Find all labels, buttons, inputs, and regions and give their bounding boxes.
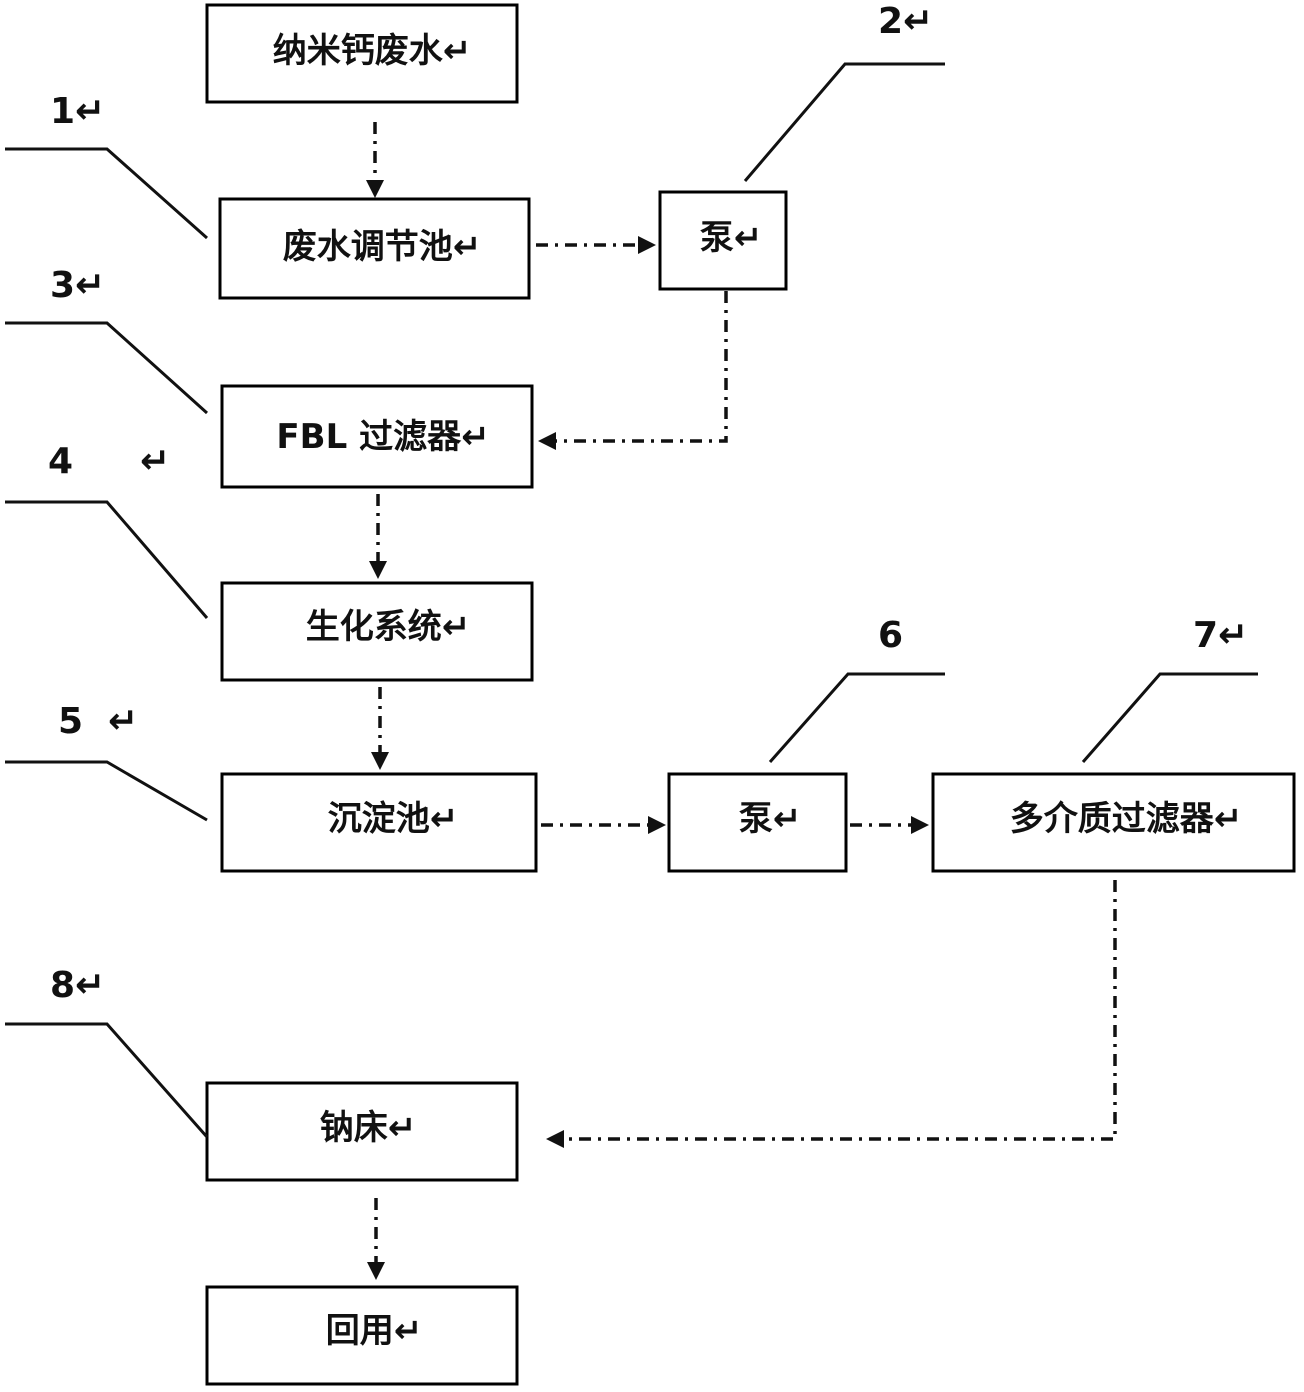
node-reuse-label: 回用↵ — [326, 1311, 423, 1351]
node-sedimentation-tank-label: 沉淀池↵ — [328, 799, 459, 839]
callout-1-leader — [5, 147, 208, 240]
callout-1-number: 1↵ — [50, 91, 105, 132]
node-pump-a-label: 泵↵ — [700, 218, 763, 258]
node-reuse: 回用↵ — [205, 1285, 519, 1386]
callout-3-leader — [5, 321, 209, 415]
callout-7-number: 7↵ — [1193, 615, 1248, 656]
flow-sedimentation-to-pump-b — [541, 816, 666, 834]
callout-6-number: 6 — [878, 615, 903, 656]
callout-5-leader — [5, 760, 208, 822]
node-raw-wastewater-label: 纳米钙废水↵ — [273, 31, 472, 71]
node-equalization-tank-label: 废水调节池↵ — [283, 227, 482, 267]
flow-multimedia-filter-to-sodium-bed — [546, 880, 1117, 1148]
flow-sodium-bed-to-reuse — [367, 1198, 385, 1280]
node-equalization-tank: 废水调节池↵ — [218, 197, 531, 300]
node-fbl-filter: FBL 过滤器↵ — [220, 384, 534, 489]
callout-4-mark: ↵ — [140, 441, 170, 482]
callout-6-leader — [768, 672, 945, 763]
node-sodium-bed: 钠床↵ — [205, 1081, 519, 1182]
callout-8-number: 8↵ — [50, 965, 105, 1006]
callout-5-mark: ↵ — [108, 701, 138, 742]
node-fbl-filter-label: FBL 过滤器↵ — [276, 417, 489, 457]
node-multimedia-filter-label: 多介质过滤器↵ — [1010, 799, 1243, 839]
node-multimedia-filter: 多介质过滤器↵ — [931, 772, 1296, 873]
node-pump-a: 泵↵ — [658, 190, 788, 291]
node-biochemical-system: 生化系统↵ — [220, 581, 534, 682]
callout-5-number: 5 — [58, 701, 83, 742]
node-pump-b: 泵↵ — [667, 772, 848, 873]
callout-3-number: 3↵ — [50, 265, 105, 306]
node-sedimentation-tank: 沉淀池↵ — [220, 772, 538, 873]
node-pump-b-label: 泵↵ — [739, 799, 802, 839]
flow-pump-a-to-fbl-filter — [538, 291, 728, 450]
flow-raw-to-equalization — [366, 122, 384, 198]
callout-2-leader — [743, 62, 945, 182]
flow-biochemical-to-sedimentation — [371, 687, 389, 770]
node-biochemical-system-label: 生化系统↵ — [306, 607, 471, 647]
callout-4-number: 4 — [48, 441, 73, 482]
node-sodium-bed-label: 钠床↵ — [320, 1108, 417, 1148]
callout-2-number: 2↵ — [878, 1, 933, 42]
node-raw-wastewater: 纳米钙废水↵ — [205, 3, 519, 104]
flow-fbl-filter-to-biochemical — [369, 494, 387, 579]
flow-equalization-to-pump-a — [536, 236, 656, 254]
callout-7-leader — [1081, 672, 1258, 763]
callout-4-leader — [5, 500, 209, 619]
flow-pump-b-to-multimedia-filter — [850, 816, 929, 834]
callout-8-leader — [5, 1022, 209, 1138]
